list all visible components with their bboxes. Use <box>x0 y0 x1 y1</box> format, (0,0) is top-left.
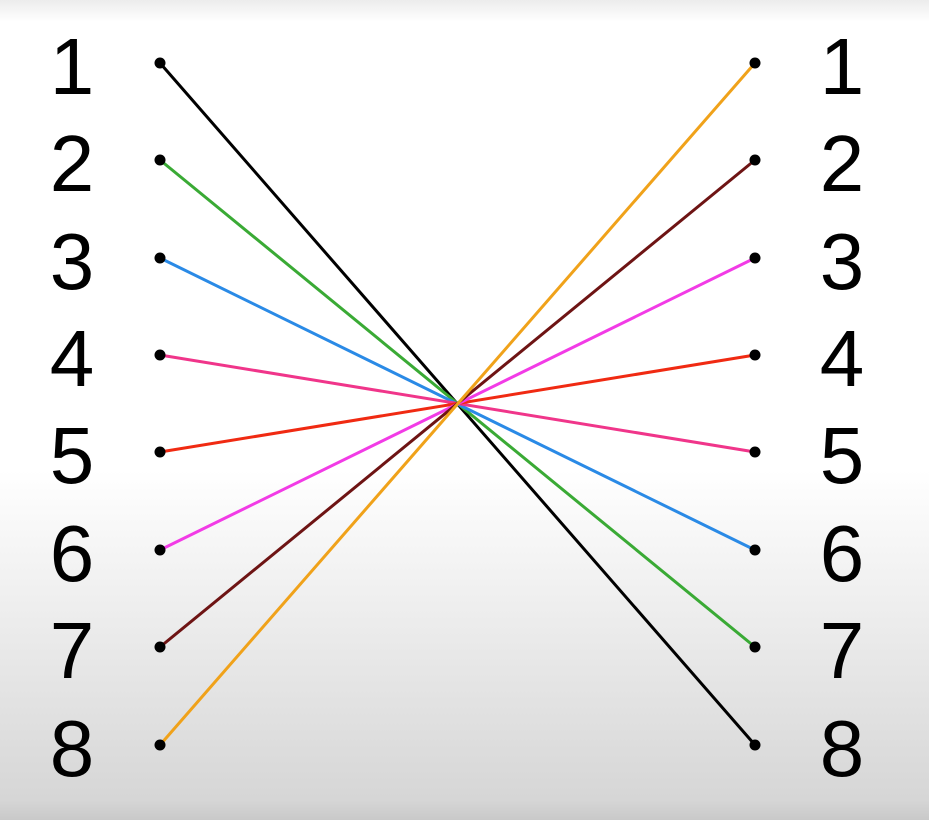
left-pin-label-4: 4 <box>49 314 95 403</box>
right-pin-label-2: 2 <box>819 119 865 208</box>
right-pin-label-4: 4 <box>819 314 865 403</box>
left-pin-dot-6 <box>154 544 166 556</box>
wire-8-to-1 <box>158 61 757 747</box>
right-pin-dot-7 <box>749 641 761 653</box>
left-pin-label-2: 2 <box>49 119 95 208</box>
right-pin-dot-6 <box>749 544 761 556</box>
left-pin-dot-4 <box>154 349 166 361</box>
right-pin-label-1: 1 <box>819 22 865 111</box>
right-pin-label-5: 5 <box>819 411 865 500</box>
left-pin-label-6: 6 <box>49 509 95 598</box>
left-pin-label-3: 3 <box>49 217 95 306</box>
right-pin-dot-3 <box>749 252 761 264</box>
left-pin-dot-7 <box>154 641 166 653</box>
right-pin-dot-4 <box>749 349 761 361</box>
right-pin-label-6: 6 <box>819 509 865 598</box>
left-pin-label-8: 8 <box>49 704 95 793</box>
left-pin-label-1: 1 <box>49 22 95 111</box>
left-pin-dot-1 <box>154 57 166 69</box>
left-pin-dot-3 <box>154 252 166 264</box>
left-pin-dot-8 <box>154 739 166 751</box>
right-pin-dot-1 <box>749 57 761 69</box>
right-pin-label-3: 3 <box>819 217 865 306</box>
right-pin-dot-8 <box>749 739 761 751</box>
left-pin-label-7: 7 <box>49 606 95 695</box>
right-pin-label-8: 8 <box>819 704 865 793</box>
right-pin-dot-2 <box>749 154 761 166</box>
right-pin-dot-5 <box>749 446 761 458</box>
left-pin-dot-5 <box>154 446 166 458</box>
right-pin-label-7: 7 <box>819 606 865 695</box>
left-pin-dot-2 <box>154 154 166 166</box>
left-pin-label-5: 5 <box>49 411 95 500</box>
